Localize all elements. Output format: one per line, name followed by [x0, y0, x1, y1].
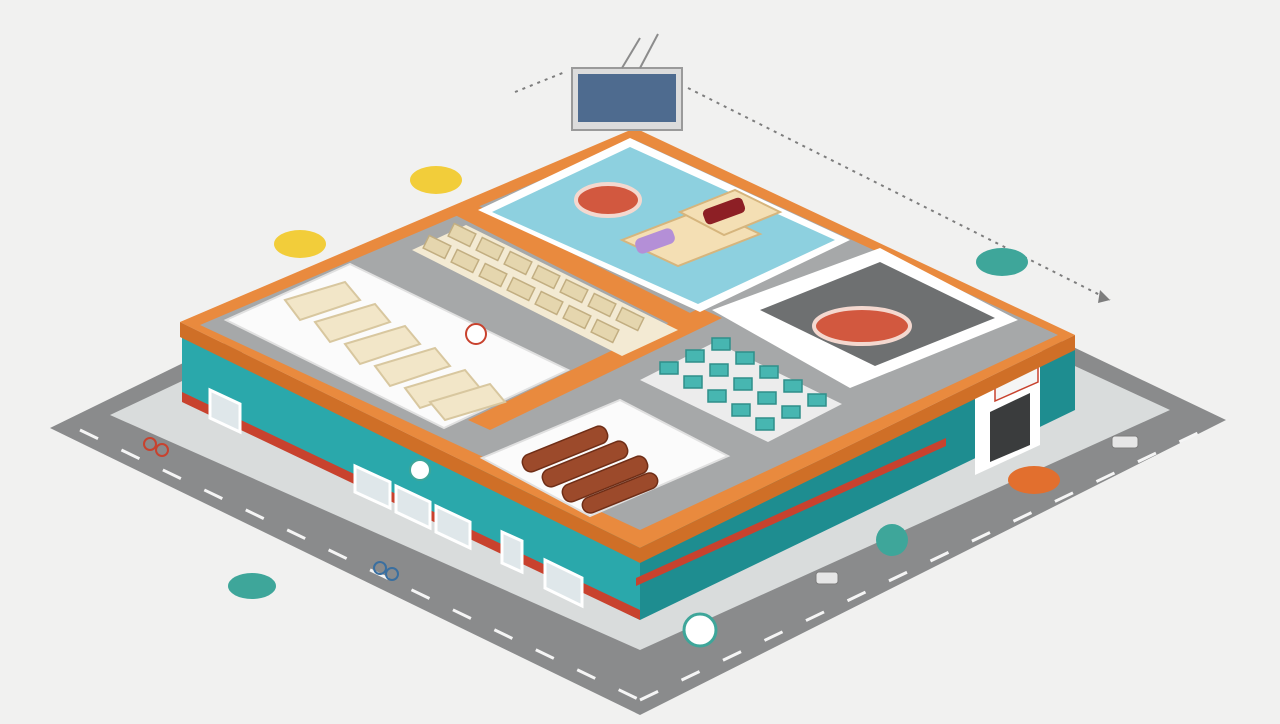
pastry-tray: [412, 225, 678, 356]
teal-cubes: [659, 337, 827, 431]
direction-arrow-line: [687, 87, 1111, 301]
location-pin-icon: [1008, 466, 1060, 494]
bread-loaves: [283, 280, 507, 422]
pastry-items: [422, 222, 645, 344]
steak: [812, 306, 912, 346]
location-pin-icon: [682, 612, 718, 648]
location-pin-icon: [410, 166, 462, 194]
cherries: [702, 197, 746, 225]
window: [434, 503, 472, 551]
roof-edge-right: [640, 335, 1075, 563]
meat-rolls: [521, 425, 659, 514]
window: [353, 463, 392, 511]
entrance-door: [990, 393, 1030, 462]
location-pin-icon: [976, 248, 1028, 276]
red-accent-stripe-right: [636, 438, 946, 586]
location-pin-icon: [274, 230, 326, 258]
antenna-right: [639, 33, 659, 69]
berries: [635, 228, 675, 254]
car-icon: [815, 571, 839, 585]
car-icon: [1111, 435, 1139, 449]
lane-marking-se: [639, 430, 1201, 702]
bicycle-icon: [373, 561, 399, 581]
sale-badge: [465, 323, 487, 345]
steak-top: [574, 182, 642, 218]
location-pin-icon: [228, 573, 276, 599]
antenna-left: [621, 37, 641, 69]
side-door: [500, 529, 524, 575]
tv-screen: [578, 74, 676, 122]
window: [208, 387, 242, 435]
bicycle-icon: [143, 437, 169, 457]
direction-line-left: [514, 71, 566, 93]
location-pin-icon: [876, 524, 908, 556]
direction-arrow-icon: [1098, 290, 1110, 303]
divider-top: [455, 205, 700, 328]
location-pin-icon: [409, 459, 431, 481]
window: [543, 557, 584, 609]
lane-marking-sw: [79, 428, 641, 702]
roof-edge-left: [180, 322, 640, 563]
window: [394, 483, 432, 531]
